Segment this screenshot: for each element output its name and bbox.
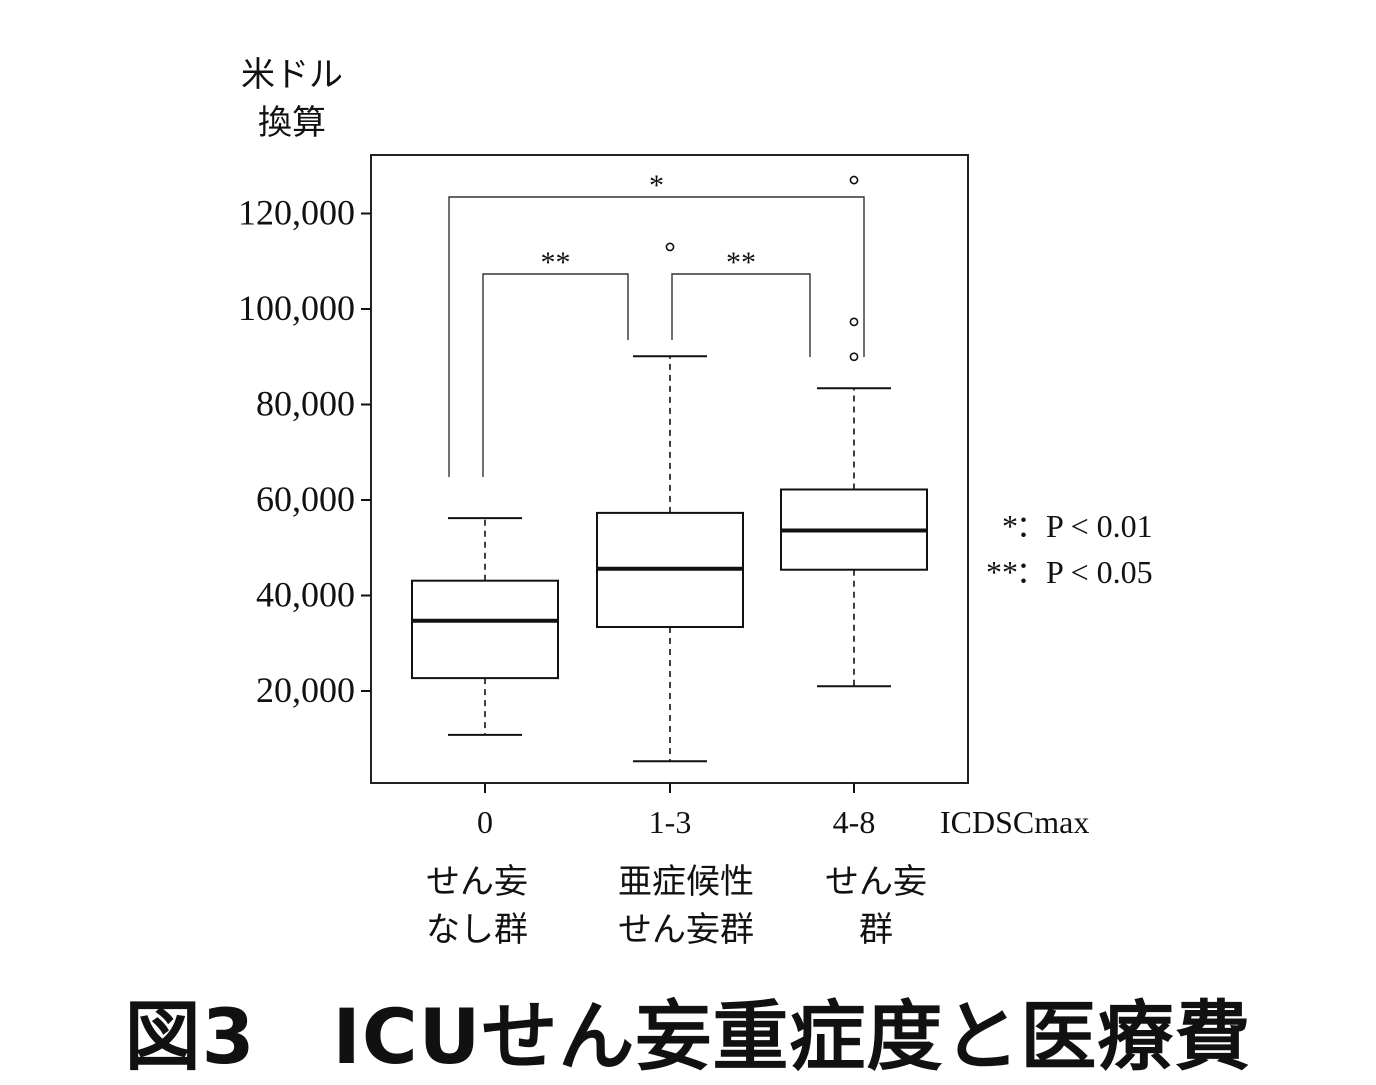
x-axis-ticks: 0 1-3 4-8 <box>477 783 875 840</box>
legend-symbol: * <box>1002 508 1018 544</box>
iqr-box <box>411 579 559 680</box>
y-tick-label: 40,000 <box>256 575 355 615</box>
y-axis-ticks: 20,000 40,000 60,000 80,000 100,000 120,000 <box>238 193 371 710</box>
y-tick-label: 60,000 <box>256 479 355 519</box>
outlier-point <box>665 242 675 252</box>
bracket-line <box>671 273 811 357</box>
legend-text: P < 0.05 <box>1046 554 1153 590</box>
legend-symbol: ** <box>986 554 1018 590</box>
box-1-3 <box>596 242 744 763</box>
legend-row: **：P < 0.05 <box>986 554 1153 591</box>
significance-legend: *：P < 0.01**：P < 0.05 <box>986 508 1153 591</box>
box-4-8 <box>780 175 928 688</box>
y-tick-label: 120,000 <box>238 193 355 233</box>
x-tick-label: 4-8 <box>833 804 876 840</box>
group-label-line: せん妄群 <box>618 910 754 950</box>
group-label-line: せん妄 <box>825 862 927 902</box>
significance-bracket: * <box>448 169 865 477</box>
significance-label: ** <box>541 246 571 279</box>
outlier-point <box>849 352 859 362</box>
legend-separator: ： <box>1016 556 1046 591</box>
box-0 <box>411 517 559 736</box>
significance-label: ** <box>726 246 756 279</box>
significance-label: * <box>649 169 664 202</box>
legend-row: *：P < 0.01 <box>1002 508 1153 545</box>
bracket-line <box>448 196 865 477</box>
group-label-line: せん妄 <box>426 862 528 902</box>
x-tick-label: 1-3 <box>649 804 692 840</box>
y-tick-label: 20,000 <box>256 670 355 710</box>
group-label-line: 亜症候性 <box>618 862 754 902</box>
outlier-point <box>849 317 859 327</box>
group-label-line: 群 <box>859 910 893 950</box>
group-label-line: なし群 <box>426 910 528 950</box>
y-axis-label-line: 米ドル <box>241 55 343 95</box>
box-series <box>411 175 928 763</box>
y-axis-label-line: 換算 <box>258 103 326 143</box>
outlier-point <box>849 175 859 185</box>
y-tick-label: 80,000 <box>256 384 355 424</box>
significance-bracket: ** <box>671 246 811 357</box>
x-axis-label: ICDSCmax <box>940 804 1089 840</box>
significance-brackets: ***** <box>448 169 865 477</box>
figure-title: 図3 ICUせん妄重症度と医療費 <box>124 992 1252 1081</box>
x-tick-label: 0 <box>477 804 493 840</box>
legend-text: P < 0.01 <box>1046 508 1153 544</box>
significance-bracket: ** <box>482 246 629 477</box>
legend-separator: ： <box>1016 510 1046 545</box>
bracket-line <box>482 273 629 477</box>
y-tick-label: 100,000 <box>238 288 355 328</box>
